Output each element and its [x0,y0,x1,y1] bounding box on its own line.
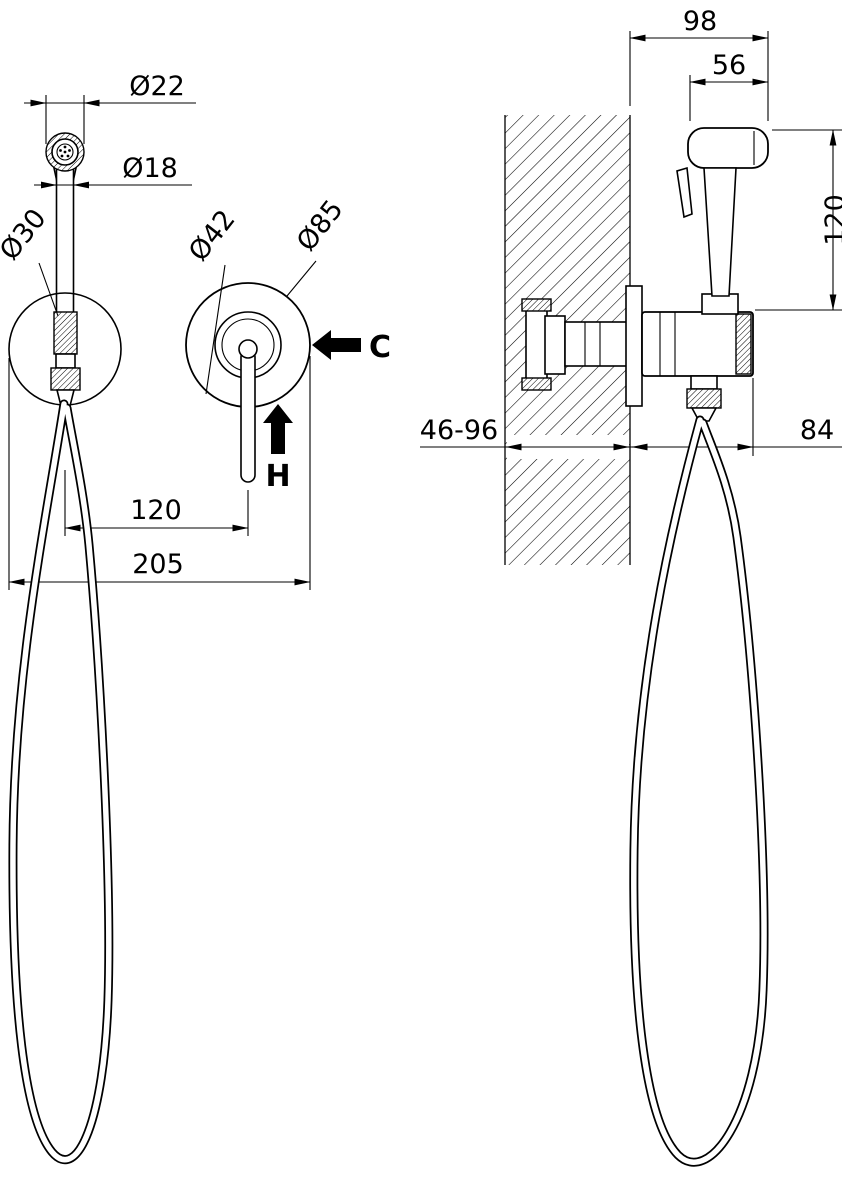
dim-center-distance: 120 [130,495,182,526]
escutcheon-side [625,285,643,407]
spray-nozzles [59,145,71,158]
dim-trim-diameter: Ø42 [183,204,242,267]
shower-hose-side [629,415,769,1167]
body-knurl [735,313,752,375]
valve-body [564,321,628,367]
mixer-plate-front [185,282,311,483]
valve-union [544,315,566,375]
mixer-body-side [625,285,754,422]
dim-head-height: 120 [820,194,842,246]
mixer-lever [240,349,256,483]
dimensions-front-bottom: 120 205 [8,356,311,590]
holder-knurl [53,311,78,355]
lever-pivot [238,339,258,359]
valve-inlet-nut-top [521,298,552,312]
dimensions-side-bottom: 46-96 84 [420,378,842,456]
cold-arrow-icon [312,330,361,360]
dim-head-diameter: Ø22 [129,71,185,102]
dim-wall-to-head: 98 [683,6,717,37]
hose-nut [50,367,81,391]
dim-wall-to-outlet: 84 [800,415,834,446]
valve-inlet-pipe [525,302,548,390]
hand-shower-front [8,132,122,407]
dimensions-front-top: Ø22 Ø18 [24,71,196,189]
concealed-valve [521,298,628,391]
leader-trim [205,264,226,395]
spray-head-side [687,127,769,169]
leader-plate [286,260,317,297]
outlet-nut [686,388,722,409]
cold-water-arrow: C [312,330,391,365]
hot-arrow-label: H [265,459,290,494]
dim-handle-diameter: Ø18 [122,153,178,184]
dimensions-side-top: 98 56 120 [629,6,842,311]
outlet-stub [690,375,718,390]
hot-arrow-icon [263,404,293,454]
dim-overall-width: 205 [132,549,184,580]
dim-wall-thickness-range: 46-96 [420,415,498,446]
spray-head-ring [56,143,74,161]
handle-side [703,167,737,297]
handle-cup [701,293,739,315]
trigger-lever [676,166,693,219]
dim-plate-diameter: Ø85 [291,194,350,257]
cold-arrow-label: C [369,330,391,365]
hand-shower-side [676,127,769,297]
side-view: 46-96 84 [420,6,842,1167]
dim-holder-diameter: Ø30 [0,203,53,266]
valve-inlet-nut-bottom [521,377,552,391]
leader-holder [38,262,59,317]
hot-water-arrow: H [263,404,293,494]
shower-hose-front [8,399,114,1165]
front-view: Ø30 Ø42 Ø85 Ø22 Ø18 C H [0,71,391,1165]
dim-head-length: 56 [712,50,746,81]
hose-adapter [55,353,76,369]
